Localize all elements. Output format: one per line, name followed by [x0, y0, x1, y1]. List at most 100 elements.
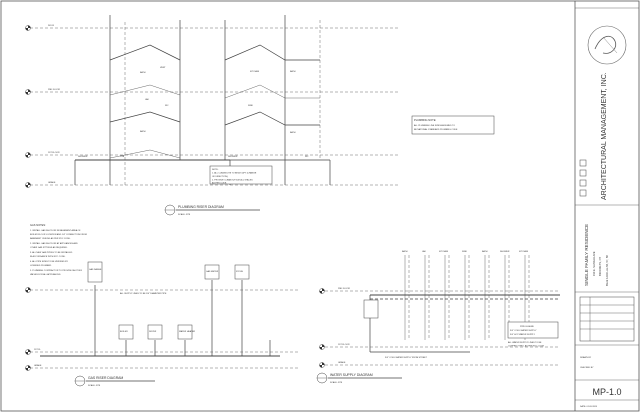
center-note-line-5: AS PER CODE. [212, 182, 227, 185]
gas-note-line: 1. INSTALL GAS SHUT-OFF IN BASEMENT AREA… [30, 229, 81, 232]
pipe-legend-title: PIPE LEGEND [520, 326, 534, 328]
gas-note-line: VALVES FOR ALL APPLIANCES. [30, 273, 61, 276]
gas-riser-title: GAS RISER DIAGRAM [88, 376, 123, 380]
water-supply-diagram: 2ND FLOOR 1ST FLOOR GRADE BATH LAV [316, 250, 560, 384]
gas-appliance-box [118, 324, 134, 340]
water-meter-box [363, 299, 379, 319]
level-label-1st: 1ST FLOOR [48, 152, 60, 154]
firm-seal-logo [587, 25, 627, 65]
gas-note-line: 5. PLUMBING CONTRACTOR TO PROVIDE SHUTOF… [30, 269, 83, 272]
gas-riser-title-marker [74, 375, 155, 387]
gas-appliance-stove: STOVE [236, 271, 244, 273]
gas-appliance-box [147, 324, 163, 340]
center-note-line-3: OF DIRECTION). [212, 176, 229, 178]
gas-note-line: LICENSED PLUMBER. [30, 265, 52, 267]
water-supply-scale: SCALE: NTS [330, 381, 343, 384]
water-level-1st: 1ST FLOOR [338, 344, 350, 346]
gas-level-markers [25, 287, 300, 371]
gas-appliance-gas-range: GAS RANGE [89, 268, 102, 271]
project-city: BROOKLYN, NY [598, 256, 602, 276]
firm-name: ARCHITECTURAL MANAGEMENT, INC. [601, 72, 608, 200]
water-supply-note-1: ALL WATER SUPPLY LINES TO BE [508, 341, 542, 344]
revision-table [579, 296, 635, 342]
fixture-right-bath-2: BATH [290, 131, 296, 134]
water-fixture-sink: SINK [462, 251, 467, 253]
plumbing-note-box [411, 115, 495, 135]
block-lot: Block 1234 Lots 56, 57, 58 [605, 255, 609, 286]
plumbing-riser-diagram: ROOF 2ND FLOOR 1ST FLOOR GRADE BATH VENT… [25, 15, 495, 216]
water-fixture-shower: SHOWER [500, 251, 510, 253]
water-fixture-kitchen-2: KITCHEN [519, 251, 529, 253]
fixture-left-wc: WC [165, 105, 169, 107]
project-title: SINGLE FAMILY RESIDENCE [584, 224, 589, 286]
water-fixture-kitchen: KITCHEN [439, 251, 449, 253]
level-lines [30, 27, 400, 186]
center-note-line-4: 2. PROVIDE CLEANOUTS AT ALL STACKS [212, 179, 253, 182]
center-note-line-1: NOTE: [212, 169, 219, 171]
plumbing-note-line-2: BE NATIONAL STANDARD PLUMBING CODE [414, 128, 458, 131]
gas-supply-note: ALL SUPPLY LINES TO BE 3/4" DIAMETER PIP… [120, 292, 167, 295]
gas-appliance-boiler: BOILER [120, 331, 128, 333]
fixture-right-sink: SINK [248, 105, 253, 107]
pipe-legend-cold: 3/4" COLD WATER SUPPLY [510, 329, 537, 332]
sheet-date: DATE: 01.09.2024 [580, 405, 598, 408]
left-riser-stack [74, 15, 231, 185]
fixture-right-shower: SHOWER [228, 156, 238, 158]
gas-floor-label: 1ST FL [34, 349, 42, 351]
gas-appliance-water-heater: WATER HEATER [179, 330, 196, 333]
fixture-left-tub: TUB [120, 156, 125, 158]
plumbing-riser-scale: SCALE: NTS [178, 213, 191, 216]
water-fixture-bath: BATH [402, 250, 408, 253]
gas-appliance-box [87, 261, 103, 283]
water-level-grade: GRADE [338, 361, 346, 364]
water-supply-note-2: COPPER TYPE L AS PER NYC CODE [508, 345, 545, 348]
fixture-right-bath: BATH [290, 70, 296, 73]
level-label-roof: ROOF [48, 25, 55, 27]
firm-icons [579, 159, 587, 197]
water-level-markers [319, 288, 560, 368]
fixture-left-bath: BATH [140, 71, 146, 74]
water-level-2nd: 2ND FLOOR [338, 288, 350, 290]
gas-riser-diagram: GAS NOTES: 1. INSTALL GAS SHUT-OFF IN BA… [25, 223, 300, 387]
gas-appliance-box [177, 324, 193, 340]
gas-notes-title: GAS NOTES: [30, 223, 46, 227]
fixture-right-kitchen: KITCHEN [250, 71, 260, 73]
fixture-left-vent: VENT [160, 67, 166, 69]
pipe-legend-hot: 3/4" HOT WATER SUPPLY [510, 333, 536, 336]
water-bottom-note: 3/4" COLD WATER SUPPLY FROM STREET [385, 356, 428, 359]
drawn-by-label: DRAWN BY [580, 356, 592, 359]
gas-appliance-box [204, 264, 220, 280]
gas-note-line: 4. ALL PIPE SIZES TO BE VERIFIED BY [30, 260, 69, 263]
gas-note-line: 3. ALL NEW GAS PIPING TO BE INSTALLED [30, 251, 73, 254]
gas-appliance-dryer: DRYER [149, 331, 157, 333]
gas-appliances: GAS RANGE BOILER DRYER WATER HEATER GAS … [87, 261, 250, 340]
fixture-right-wc: WC [305, 156, 309, 158]
fixture-left-shower: SHOWER [78, 156, 88, 158]
level-label-2nd: 2ND FLOOR [48, 89, 60, 91]
checked-by-label: CHECKED BY [580, 367, 594, 369]
level-label-grade: GRADE [48, 181, 56, 184]
center-note-box [209, 165, 273, 185]
fixture-left-lav: LAV [145, 98, 149, 101]
center-note-line-2: 1. ALL CLEANOUTS TO BE AT 10FT (CHANGE [212, 172, 257, 175]
project-address: 190 E. NASSAU AVE [592, 251, 596, 276]
pipe-legend-box [507, 321, 559, 339]
water-fixture-bath-2: BATH [482, 250, 488, 253]
water-fixture-lav: LAV [422, 250, 426, 253]
gas-notes-list: 1. INSTALL GAS SHUT-OFF IN BASEMENT AREA… [30, 229, 87, 276]
gas-note-line: OTHER GAS FITTINGS AS REQUIRED. [30, 246, 68, 249]
title-block: ARCHITECTURAL MANAGEMENT, INC. SINGLE FA… [575, 7, 639, 408]
gas-piping [40, 280, 280, 357]
plumbing-note-line-1: ALL PLUMBING LINE SIZES ASSUMED TO [414, 124, 455, 127]
gas-note-line: BASEMENT CEILING AS PER NYC CODE. [30, 237, 71, 240]
plumbing-riser-title-marker [164, 204, 260, 216]
gas-note-line: 2. INSTALL GAS SHUT-OFF AT APPLIANCES AN… [30, 242, 78, 245]
gas-grade-label: GRADE [34, 364, 42, 367]
sheet-number: MP-1.0 [592, 387, 621, 397]
plumbing-riser-title: PLUMBING RISER DIAGRAM [178, 205, 224, 209]
level-markers [25, 25, 31, 188]
water-supply-title: WATER SUPPLY DIAGRAM [330, 373, 373, 377]
gas-appliance-box [234, 264, 250, 280]
